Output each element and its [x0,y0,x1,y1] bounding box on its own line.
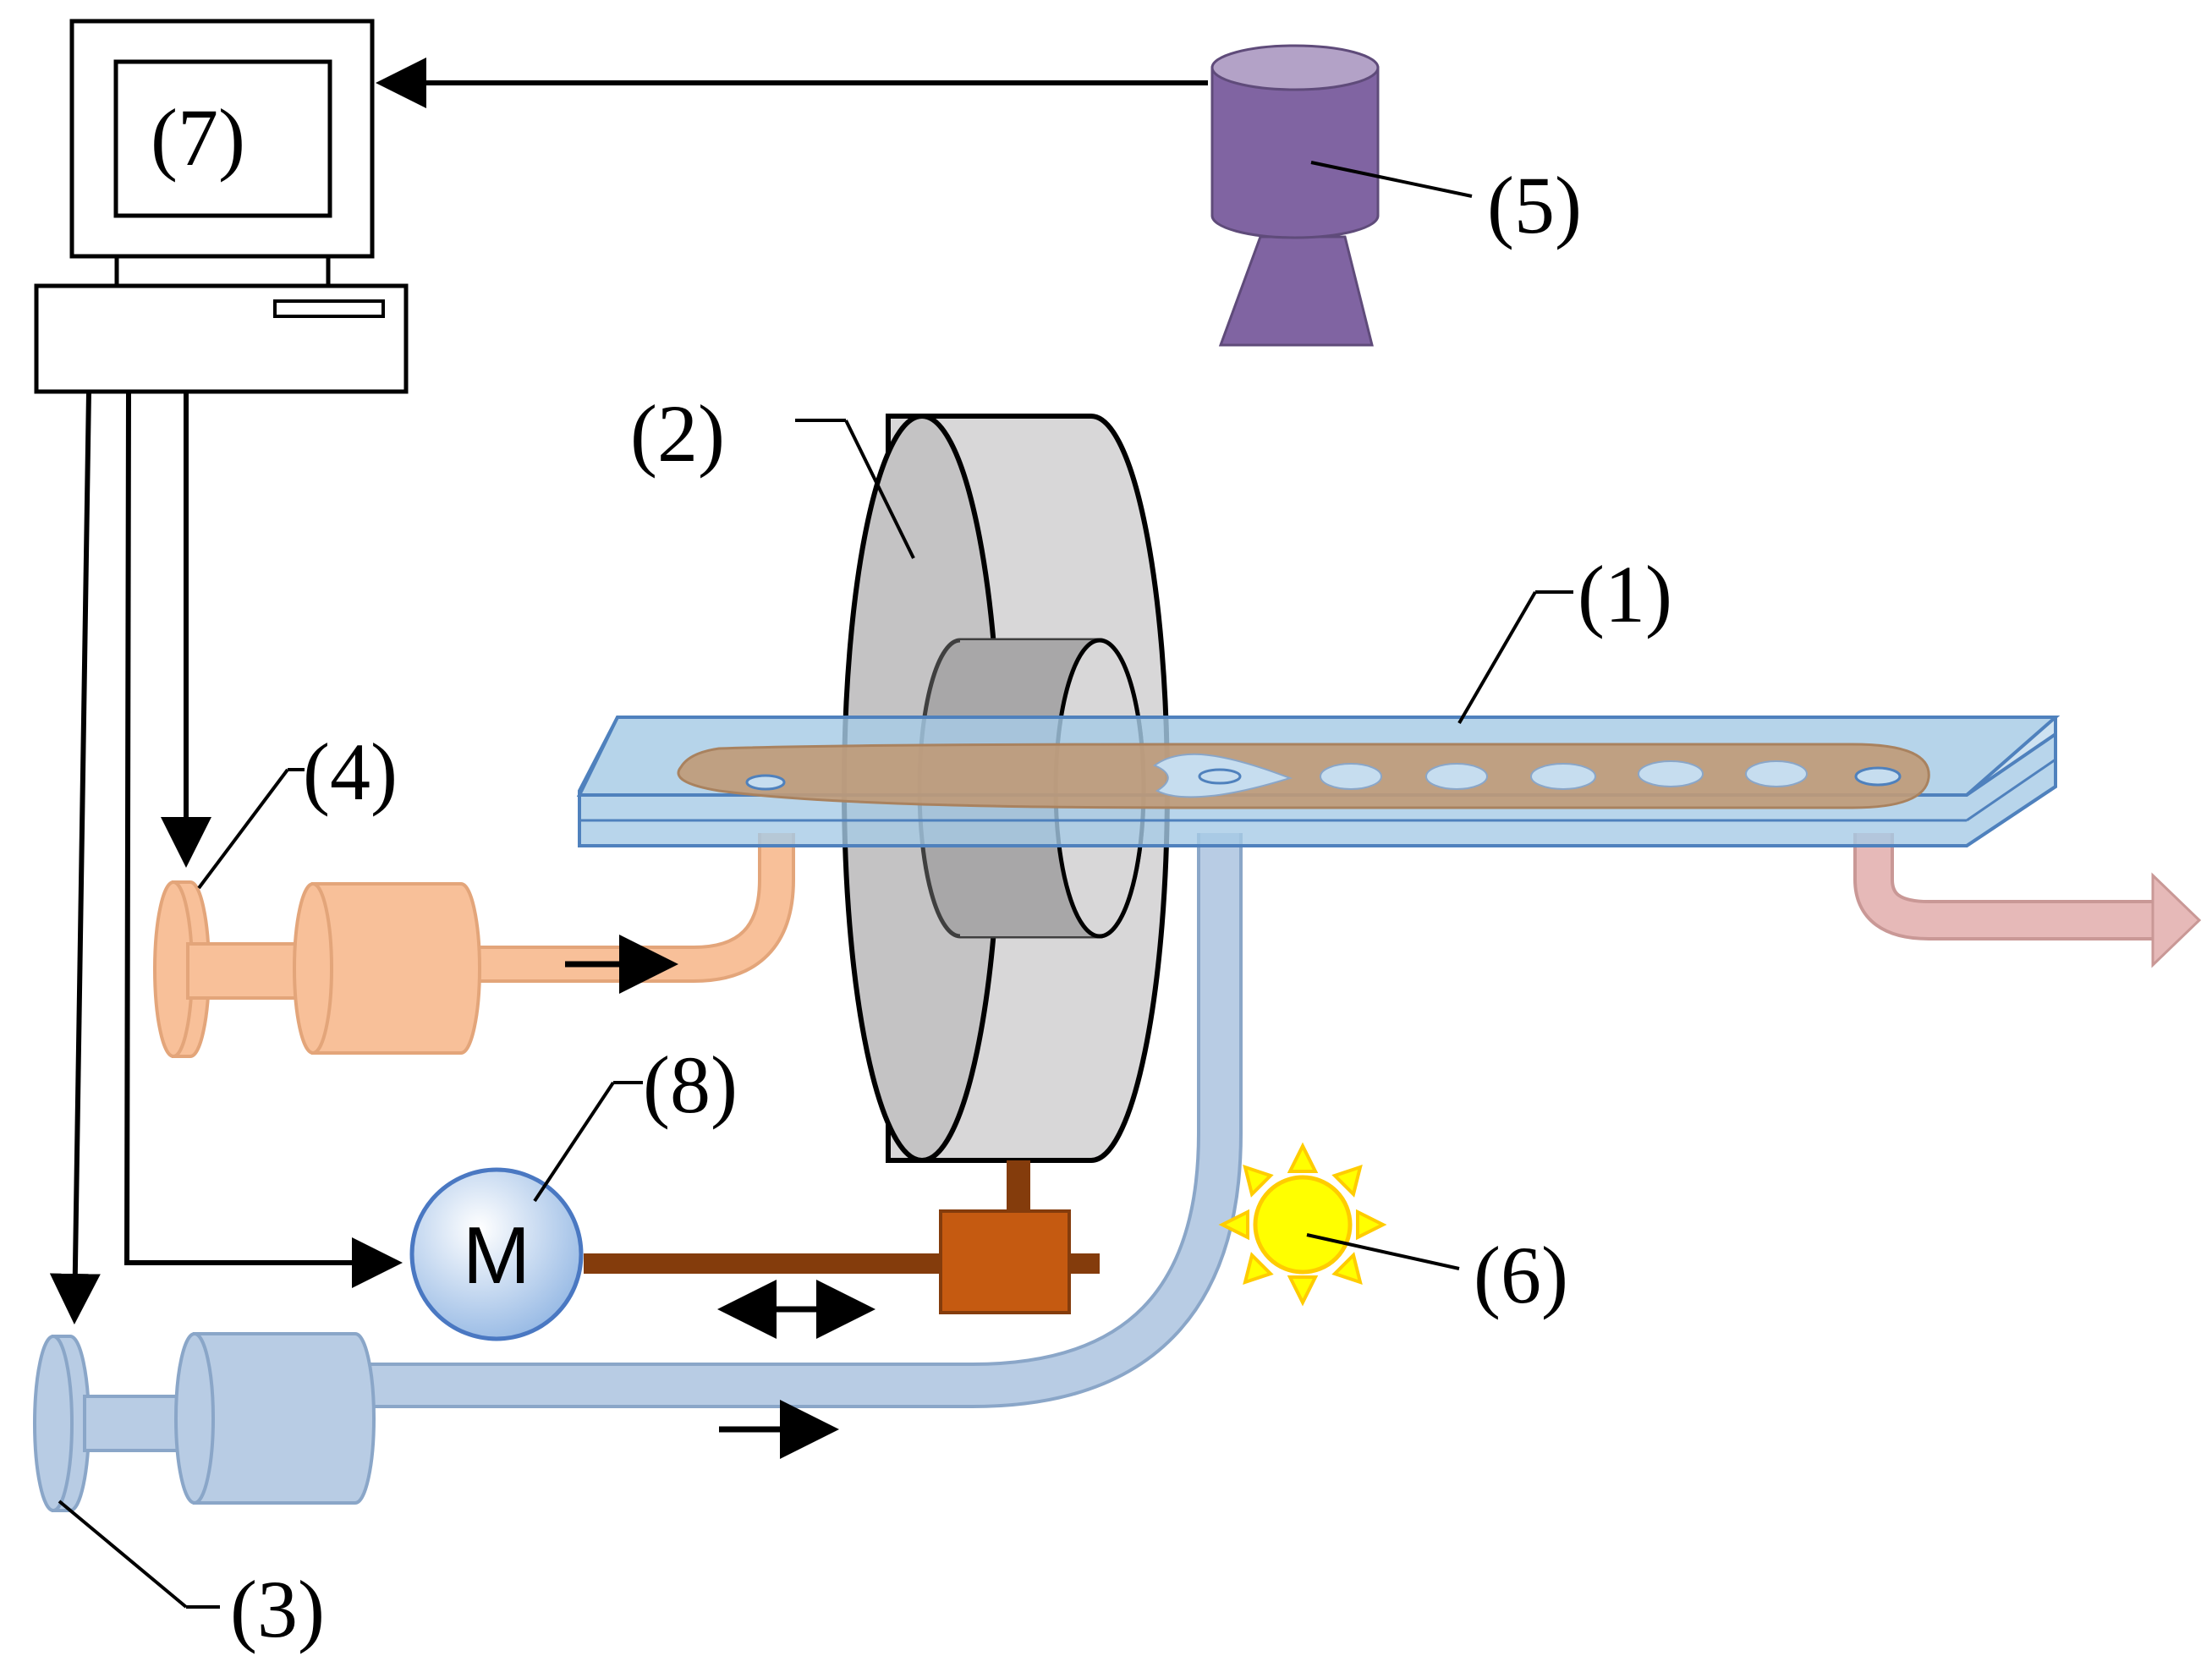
pump-aux: (4) [153,727,481,1058]
pump-main-plunger-face [33,1335,74,1512]
sun-ray [1331,1252,1363,1286]
motor-symbol: M [463,1210,530,1301]
microchannel [677,743,1930,809]
droplet [1638,760,1704,787]
inlet-hole-blue [1198,768,1242,785]
leader-pump-aux [197,768,289,890]
droplet [1320,763,1382,790]
monitor-neck [114,254,331,288]
label-chip: (1) [1578,549,1672,639]
camera-lens [1218,235,1374,347]
light-source: (6) [1218,1142,1568,1320]
sun-rays [1218,1142,1387,1307]
camera-body [1210,66,1380,239]
pump-aux-barrel [311,882,481,1055]
sun-ray [1356,1209,1387,1241]
outlet-arrow-head [2151,872,2202,968]
leader-camera [1310,161,1473,198]
label-pump-aux: (4) [303,727,398,817]
chip-edge-line-side [1966,758,2056,822]
sun-ray [1331,1164,1363,1198]
microfluidic-chip: (1) [576,549,2061,847]
signal-line-motor [123,391,403,1288]
label-pump-main: (3) [230,1564,325,1654]
droplet-outlet [1854,766,1902,787]
chip-lower-layer [578,731,2057,847]
sun-disc [1253,1175,1353,1275]
sun-ray [1287,1142,1319,1173]
label-light: (6) [1474,1230,1568,1320]
motor [409,1167,584,1341]
droplet [1425,763,1488,790]
pump-main-barrel-back [174,1332,215,1505]
inlet-hole-orange [745,774,786,791]
pump-main-barrel [193,1332,376,1505]
stage-post [1007,1160,1030,1213]
label-motor: (8) [643,1039,738,1130]
leader-motor [533,1081,615,1203]
label-magnet: (2) [630,388,725,479]
droplet [1530,763,1596,790]
camera: (5) [1210,44,1582,347]
label-computer: (7) [151,92,245,183]
label-camera: (5) [1487,160,1582,250]
sun-ray [1218,1209,1249,1241]
outlet-tube-fill [1857,833,2155,937]
sun-ray [1243,1252,1274,1286]
sun-ray [1287,1275,1319,1307]
pump-aux-barrel-back [293,882,333,1055]
computer: (7) [34,19,409,394]
blue-tube [364,833,1239,1405]
monitor-screen [113,59,332,218]
camera-top [1210,44,1380,91]
droplet [1745,760,1808,787]
leader-light [1306,1233,1460,1270]
pump-main: (3) [33,1332,839,1654]
leader-magnet-2 [844,420,915,559]
orange-tube [461,833,792,979]
motor-assembly: M (8) [409,1039,1100,1341]
leader-pump-main [58,1500,188,1609]
pump-aux-rod [186,942,308,1000]
sun-ray [1243,1164,1274,1198]
signal-line-pump-main [49,391,101,1324]
translation-stage [939,1209,1071,1314]
leader-chip [1457,590,1537,725]
disk-drive-slot [273,299,385,318]
